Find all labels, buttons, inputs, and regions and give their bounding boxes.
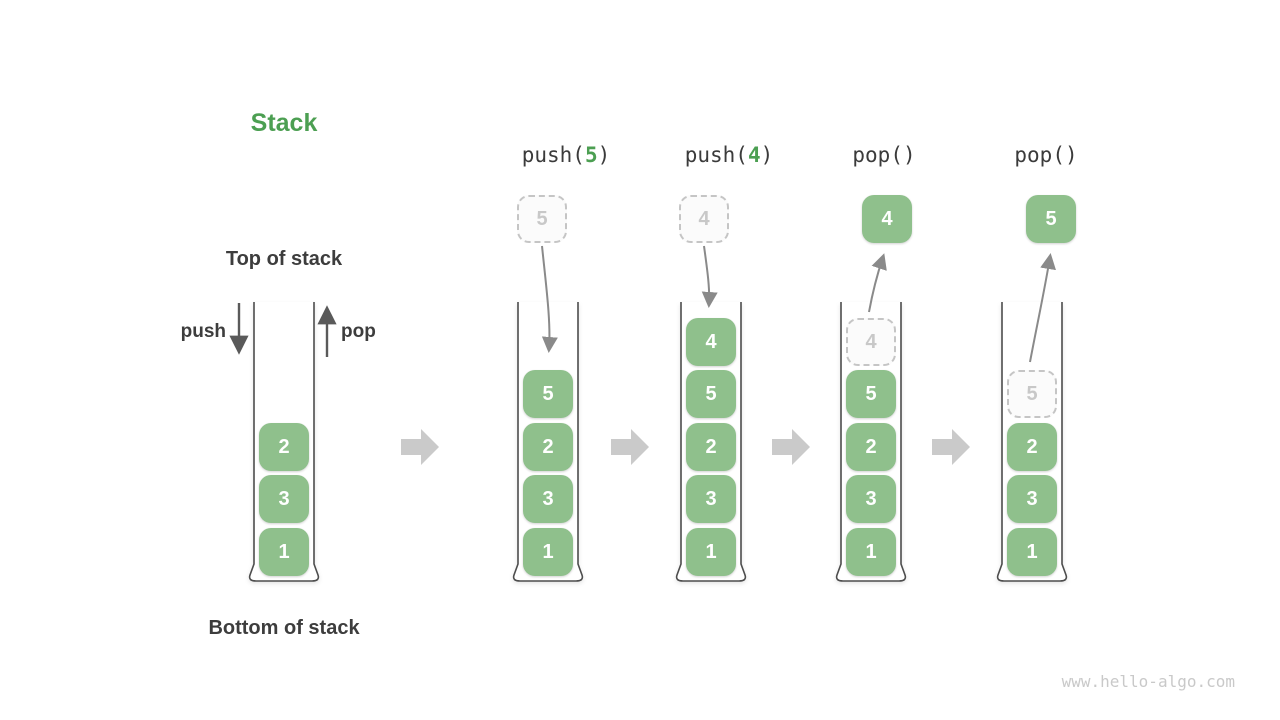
stack-element: 1 [523, 528, 573, 576]
stack-element: 2 [1007, 423, 1057, 471]
stack-element: 3 [523, 475, 573, 523]
op-label-pop-2: pop() [1014, 143, 1077, 167]
next-state-arrow-icon [932, 429, 970, 465]
watermark: www.hello-algo.com [1061, 672, 1235, 691]
removed-element-ghost: 4 [846, 318, 896, 366]
op-label-push-4: push(4) [685, 143, 774, 167]
push-label: push [180, 321, 226, 342]
op-text: pop() [852, 143, 916, 167]
stack-element: 5 [846, 370, 896, 418]
incoming-element-ghost: 4 [679, 195, 729, 243]
stack-element: 1 [1007, 528, 1057, 576]
stack-element: 5 [523, 370, 573, 418]
stack-element: 3 [686, 475, 736, 523]
op-text: pop() [1014, 143, 1078, 167]
op-text: ) [760, 143, 774, 167]
stack-element: 3 [259, 475, 309, 523]
op-arg: 5 [584, 143, 598, 167]
incoming-element-ghost: 5 [517, 195, 567, 243]
stack-element: 4 [686, 318, 736, 366]
next-state-arrow-icon [611, 429, 649, 465]
stack-element: 3 [846, 475, 896, 523]
stack-element: 2 [259, 423, 309, 471]
top-of-stack-label: Top of stack [225, 248, 343, 270]
op-label-push-5: push(5) [522, 143, 611, 167]
popped-element: 5 [1026, 195, 1076, 243]
stack-element: 1 [686, 528, 736, 576]
stack-element: 1 [846, 528, 896, 576]
op-text: ) [597, 143, 611, 167]
popped-element: 4 [862, 195, 912, 243]
removed-element-ghost: 5 [1007, 370, 1057, 418]
stack-element: 5 [686, 370, 736, 418]
stack-element: 1 [259, 528, 309, 576]
next-state-arrow-icon [401, 429, 439, 465]
stack-element: 3 [1007, 475, 1057, 523]
op-text: push( [684, 143, 748, 167]
op-label-pop-1: pop() [852, 143, 915, 167]
stack-element: 2 [846, 423, 896, 471]
stack-element: 2 [686, 423, 736, 471]
stack-element: 2 [523, 423, 573, 471]
pop-label: pop [341, 321, 376, 342]
diagram-title: Stack [250, 109, 318, 137]
next-state-arrow-icon [772, 429, 810, 465]
op-arg: 4 [747, 143, 761, 167]
op-text: push( [521, 143, 585, 167]
bottom-of-stack-label: Bottom of stack [208, 617, 360, 639]
